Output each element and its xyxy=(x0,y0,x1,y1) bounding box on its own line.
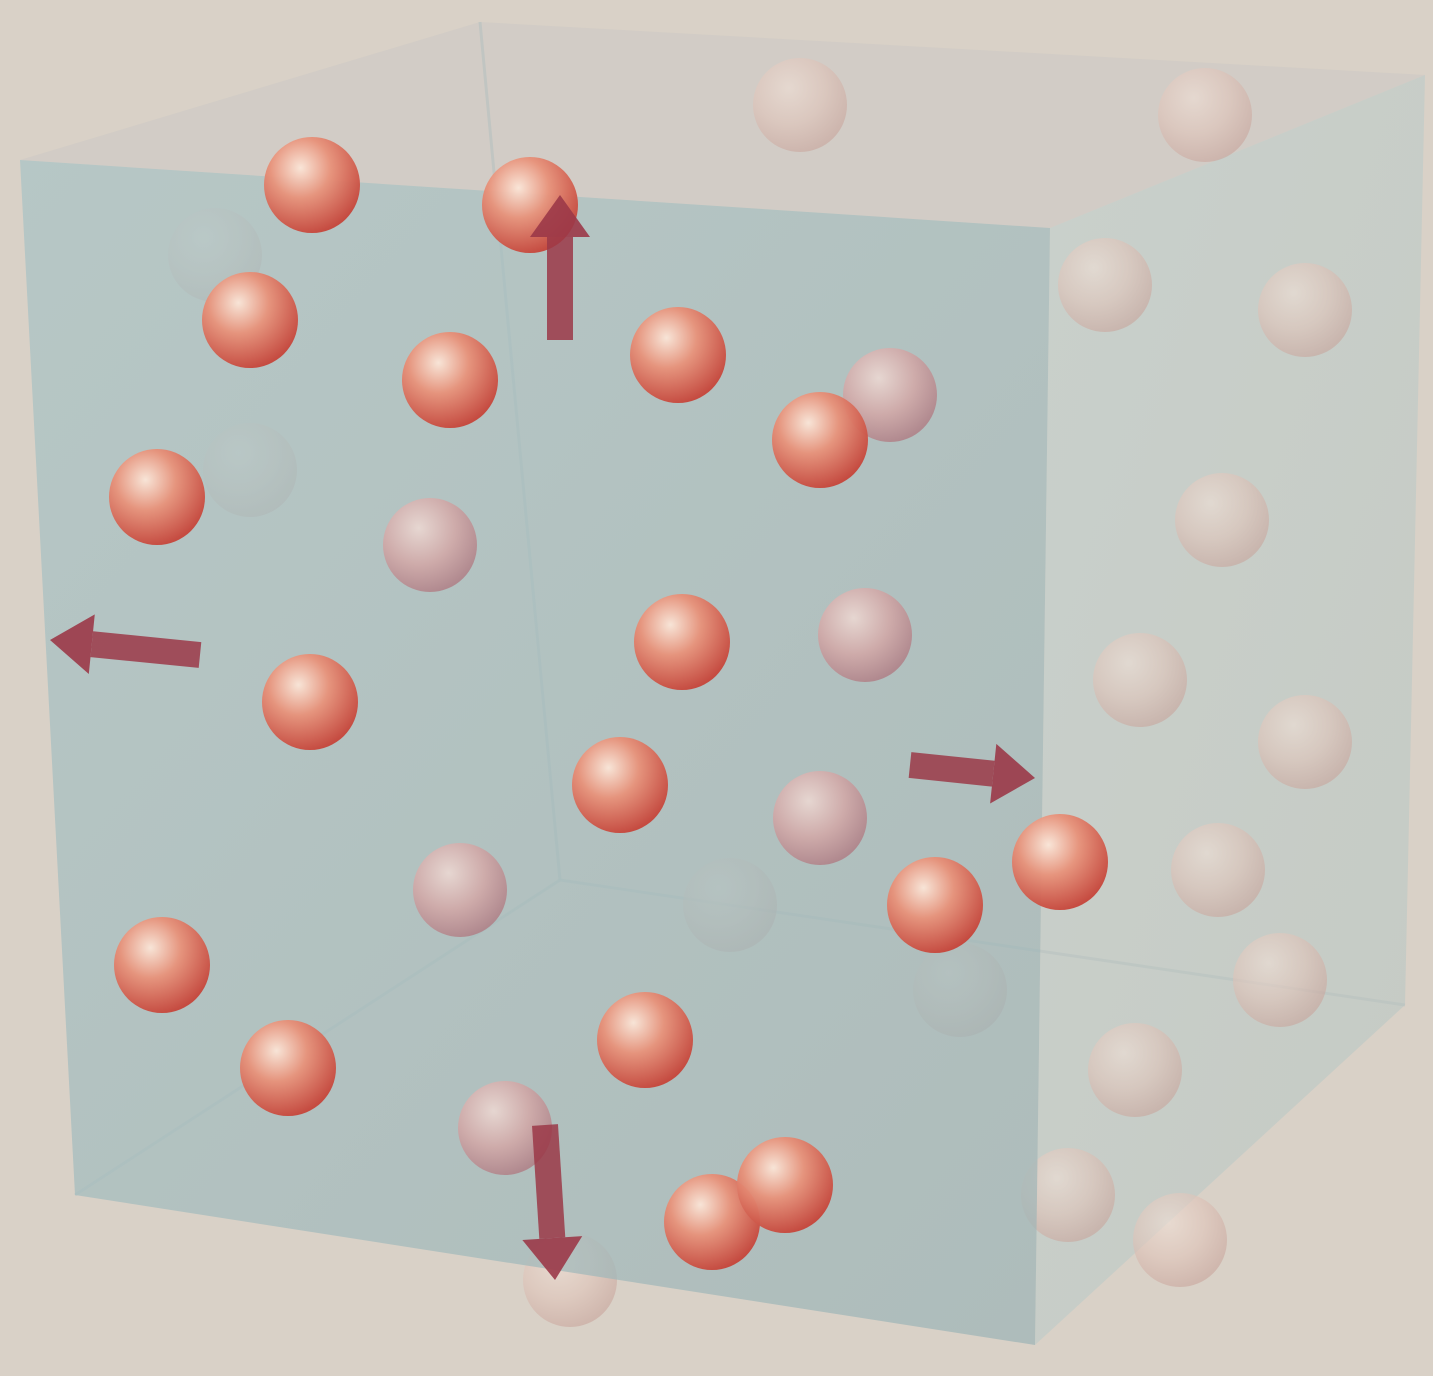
gas-particle xyxy=(1012,814,1108,910)
gas-particle-far xyxy=(1171,823,1265,917)
gas-particle xyxy=(109,449,205,545)
gas-particle xyxy=(572,737,668,833)
gas-particle-mid xyxy=(773,771,867,865)
gas-particle xyxy=(114,917,210,1013)
gas-particle xyxy=(772,392,868,488)
gas-particle-mid xyxy=(818,588,912,682)
arrow-shaft xyxy=(547,237,573,340)
gas-particle-far xyxy=(1158,68,1252,162)
gas-particle-far xyxy=(1133,1193,1227,1287)
gas-particle xyxy=(262,654,358,750)
gas-particle xyxy=(634,594,730,690)
gas-particle-far xyxy=(753,58,847,152)
gas-particle xyxy=(597,992,693,1088)
gas-particle xyxy=(737,1137,833,1233)
gas-particle-far xyxy=(1175,473,1269,567)
gas-particle xyxy=(630,307,726,403)
gas-particle xyxy=(202,272,298,368)
gas-particle-mid xyxy=(383,498,477,592)
gas-particle-far xyxy=(1233,933,1327,1027)
gas-particle xyxy=(240,1020,336,1116)
gas-particle-far xyxy=(1088,1023,1182,1117)
gas-particle-far xyxy=(1058,238,1152,332)
gas-particle-far xyxy=(1258,263,1352,357)
gas-particle xyxy=(402,332,498,428)
gas-particle-far xyxy=(1258,695,1352,789)
gas-particle xyxy=(887,857,983,953)
gas-particle xyxy=(264,137,360,233)
gas-particle-mid xyxy=(413,843,507,937)
gas-particle-far xyxy=(1093,633,1187,727)
